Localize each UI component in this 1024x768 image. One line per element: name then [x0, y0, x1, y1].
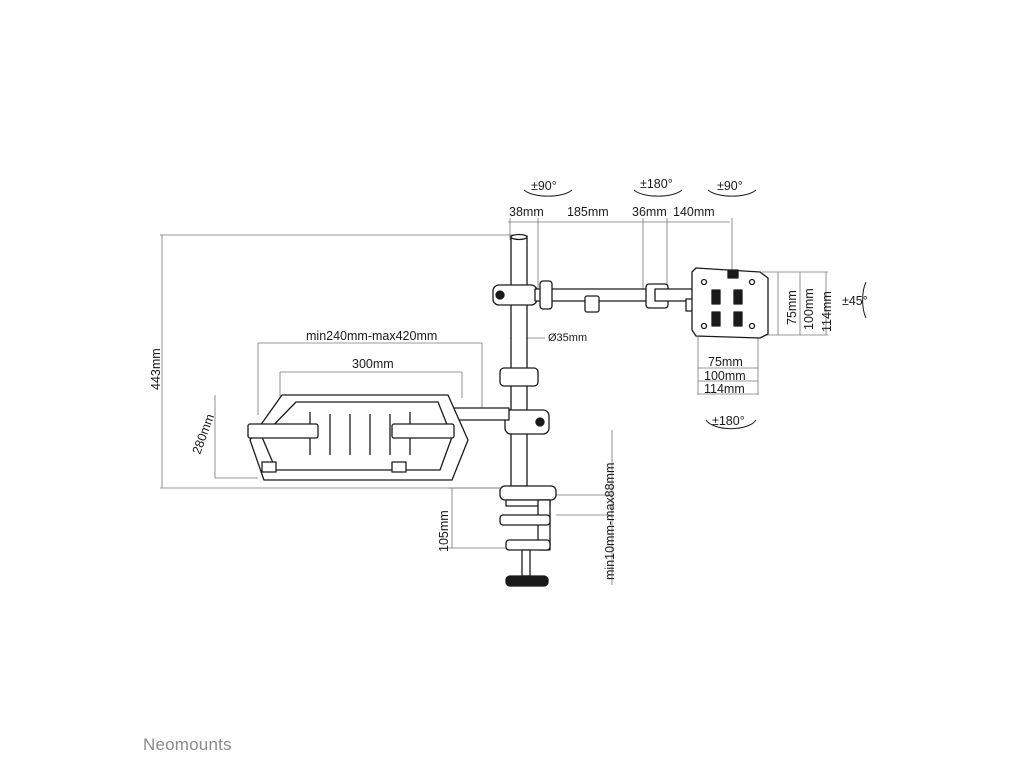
mount-drawing [247, 233, 769, 587]
rotate-tilt-icon [862, 281, 867, 319]
vesa-plate [691, 267, 769, 339]
rotation-rotate-label: ±180° [712, 414, 745, 428]
rotation-tilt-label: ±45° [842, 294, 868, 308]
dim-vesa-h-100: 100mm [704, 369, 746, 383]
dim-tray-width: 300mm [352, 357, 394, 371]
dim-vesa-v-75: 75mm [785, 290, 799, 325]
dim-pole-height: 443mm [149, 348, 163, 390]
dim-tray-range: min240mm-max420mm [306, 329, 437, 343]
dim-tray-depth: 280mm [190, 412, 217, 456]
dim-vesa-v-114: 114mm [820, 291, 834, 332]
rotation-head-label: ±90° [717, 179, 743, 193]
dim-vesa-v-100: 100mm [802, 288, 816, 330]
rotation-arrows [523, 189, 867, 430]
dim-185: 185mm [567, 205, 609, 219]
dim-38: 38mm [509, 205, 544, 219]
rotation-arm1-label: ±90° [531, 179, 557, 193]
dim-pole-diameter: Ø35mm [548, 332, 587, 344]
brand-logo-text: Neomounts [143, 735, 232, 754]
dimension-lines [160, 218, 828, 585]
rotate-arm1-icon [523, 189, 573, 197]
dim-clamp-height: 105mm [437, 510, 451, 552]
dim-vesa-h-114: 114mm [704, 382, 745, 396]
dim-clamp-range: min10mm-max88mm [603, 463, 617, 580]
dim-36: 36mm [632, 205, 667, 219]
dim-140: 140mm [673, 205, 715, 219]
pole [510, 235, 528, 487]
dim-vesa-h-75: 75mm [708, 355, 743, 369]
rotation-arm2-label: ±180° [640, 177, 673, 191]
rotate-arm2-icon [633, 189, 683, 197]
rotate-screen-icon [705, 419, 757, 430]
rotate-head-icon [707, 189, 757, 197]
desk-clamp [499, 485, 557, 501]
